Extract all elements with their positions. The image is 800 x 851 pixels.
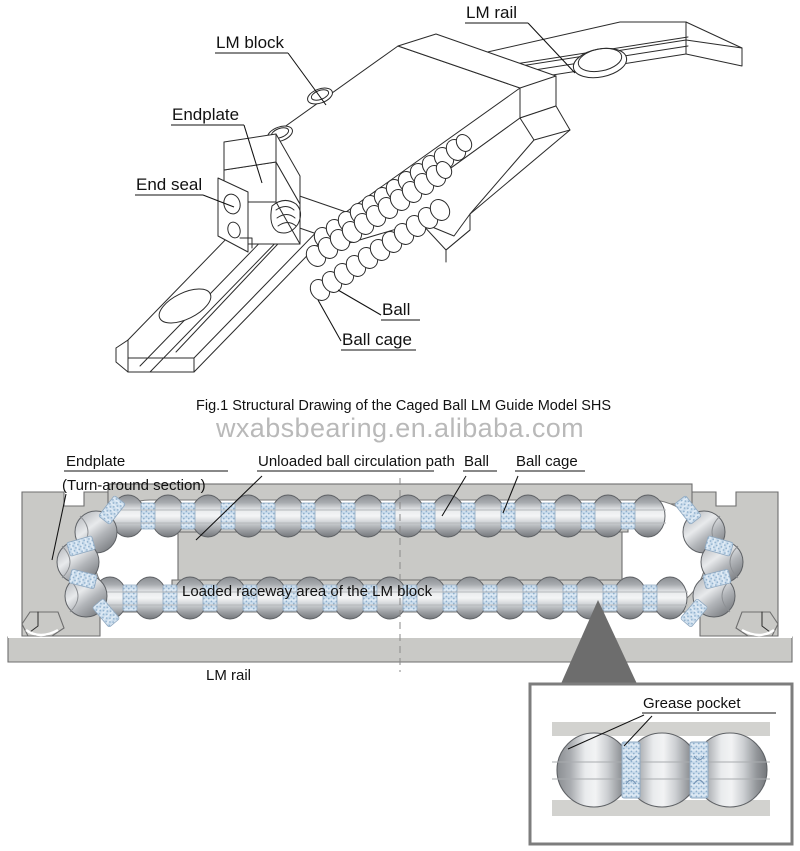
inset-upper-strip bbox=[552, 722, 770, 736]
inset-balls bbox=[556, 732, 768, 808]
top-figure-lineart bbox=[115, 21, 743, 373]
end-seal-lip-right bbox=[735, 611, 779, 637]
label-grease-pocket: Grease pocket bbox=[643, 695, 741, 712]
bottom-figure-labels: Endplate (Turn-around section) Unloaded … bbox=[51, 453, 585, 684]
turnaround-right bbox=[674, 495, 744, 628]
label-ball-cage-top: Ball cage bbox=[342, 330, 412, 349]
label-lm-rail-top: LM rail bbox=[466, 3, 517, 22]
detail-pointer bbox=[560, 600, 638, 686]
top-figure-labels: LM rail LM block Endplate End seal Ball … bbox=[135, 3, 611, 414]
bottom-figure-crosssection bbox=[7, 478, 793, 686]
watermark: wxabsbearing.en.alibaba.com bbox=[215, 413, 584, 443]
label-ball-cage-bottom: Ball cage bbox=[516, 453, 578, 470]
figure-caption: Fig.1 Structural Drawing of the Caged Ba… bbox=[196, 398, 611, 414]
endplate-ball-return bbox=[270, 200, 302, 234]
label-turn-around-section: (Turn-around section) bbox=[62, 477, 206, 494]
turnaround-left bbox=[56, 495, 126, 628]
label-lm-rail-bottom: LM rail bbox=[206, 667, 251, 684]
endplate-endseal-art bbox=[217, 133, 302, 253]
label-end-seal: End seal bbox=[136, 175, 202, 194]
label-loaded-raceway: Loaded raceway area of the LM block bbox=[182, 583, 433, 600]
end-seal-lip-left bbox=[21, 611, 65, 637]
ball-chain-art bbox=[305, 134, 473, 301]
label-ball-top: Ball bbox=[382, 300, 410, 319]
label-endplate-bottom: Endplate bbox=[66, 453, 125, 470]
label-ball-bottom: Ball bbox=[464, 453, 489, 470]
label-lm-block: LM block bbox=[216, 33, 285, 52]
label-endplate-top: Endplate bbox=[172, 105, 239, 124]
ball-row-upper bbox=[110, 494, 666, 538]
grease-pocket-inset: Grease pocket bbox=[528, 682, 794, 846]
label-unloaded-path: Unloaded ball circulation path bbox=[258, 453, 455, 470]
